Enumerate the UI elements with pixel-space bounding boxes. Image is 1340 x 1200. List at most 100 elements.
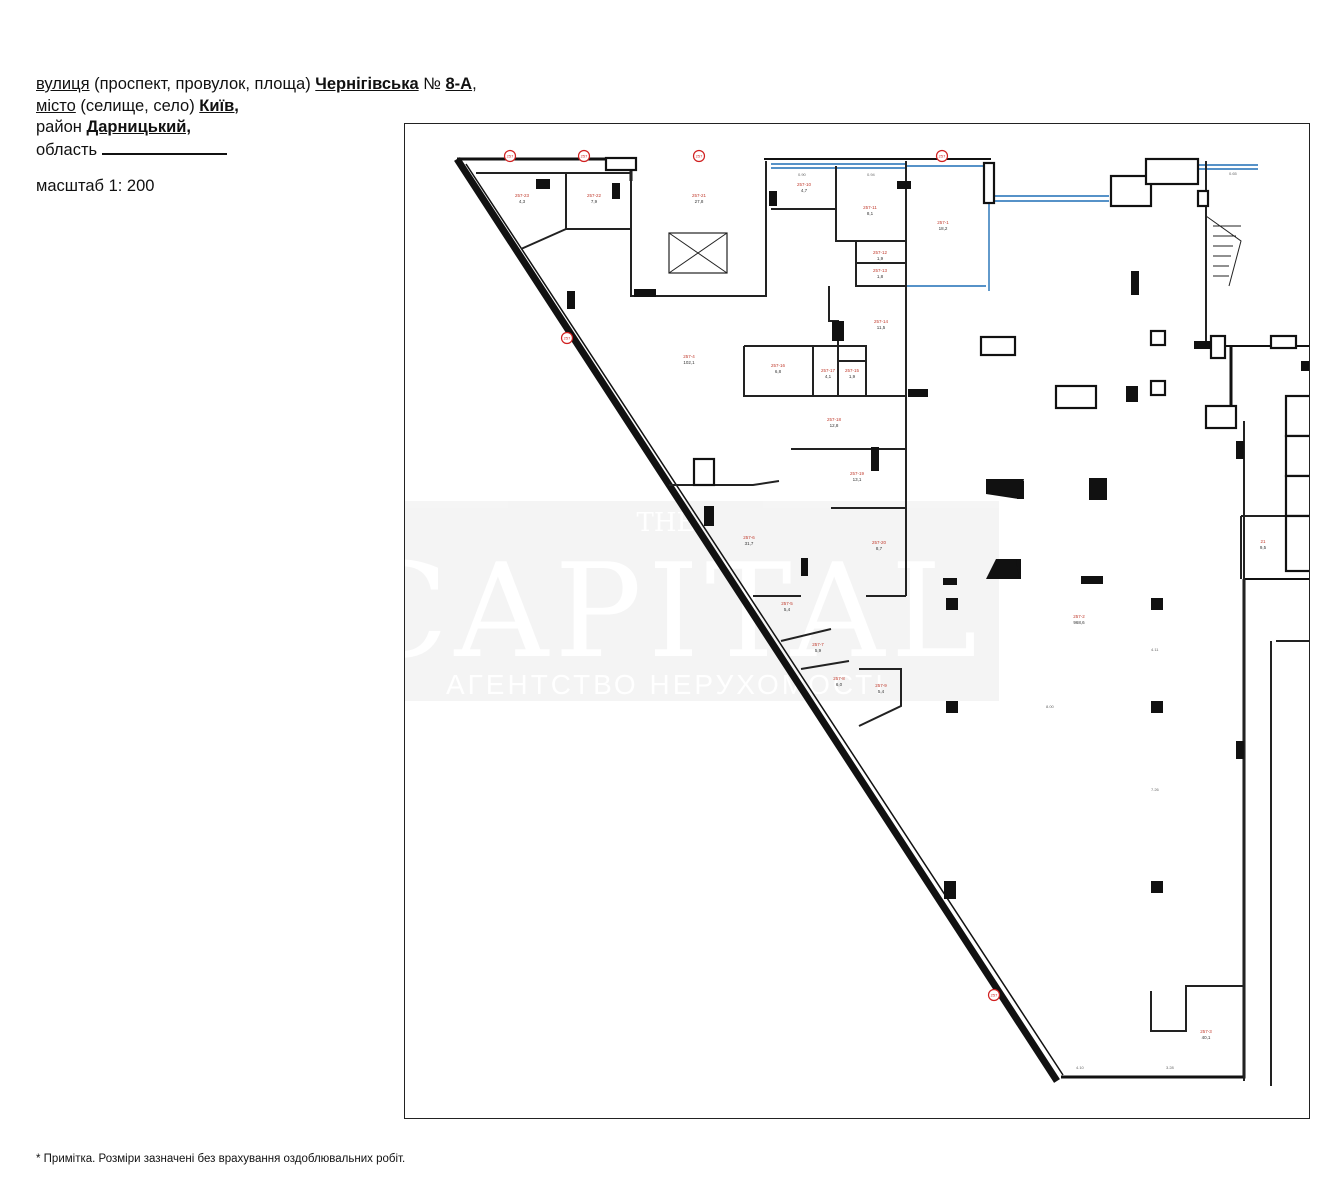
room-id-label: 257-9 bbox=[875, 683, 887, 688]
street-label: вулиця bbox=[36, 75, 90, 93]
hollow-columns bbox=[604, 156, 1309, 573]
room-area-label: 1,9 bbox=[849, 374, 856, 379]
room-area-label: 1,8 bbox=[877, 274, 884, 279]
room-id-label: 257-14 bbox=[874, 319, 889, 324]
svg-text:0.94: 0.94 bbox=[867, 172, 876, 177]
section-marker: 257 bbox=[560, 331, 574, 345]
svg-text:4.10: 4.10 bbox=[1076, 1065, 1085, 1070]
room-id-label: 257-23 bbox=[515, 193, 530, 198]
house-number: 8-А bbox=[445, 75, 473, 93]
section-marker-label: 257 bbox=[564, 336, 571, 341]
floor-plan-drawing: THE CAPITAL АГЕНТСТВО НЕРУХОМОСТІ bbox=[405, 149, 1309, 1086]
room-area-label: 27,8 bbox=[695, 199, 704, 204]
street-types: (проспект, провулок, площа) bbox=[89, 75, 316, 93]
watermark-brand: CAPITAL bbox=[405, 535, 983, 687]
room-area-label: 40,1 bbox=[1202, 1035, 1211, 1040]
room-area-label: 5,4 bbox=[784, 607, 791, 612]
room-id-label: 257-6 bbox=[743, 535, 755, 540]
comma: , bbox=[472, 75, 477, 93]
room-id-label: 257-16 bbox=[771, 363, 786, 368]
city-line: місто (селище, село) Київ, bbox=[36, 96, 477, 118]
room-area-label: 18,2 bbox=[939, 226, 948, 231]
room-area-label: 4,3 bbox=[519, 199, 526, 204]
room-id-label: 257-17 bbox=[821, 368, 836, 373]
room-area-label: 9,5 bbox=[1260, 545, 1267, 550]
city-name: Київ, bbox=[199, 96, 239, 115]
svg-text:0.90: 0.90 bbox=[798, 172, 807, 177]
markers: 257 257 257 257 257 257 bbox=[503, 149, 1001, 1002]
city-label: місто bbox=[36, 96, 76, 115]
room-id-label: 257-22 bbox=[587, 193, 602, 198]
room-id-label: 257-2 bbox=[1073, 614, 1085, 619]
room-area-label: 5,9 bbox=[815, 648, 822, 653]
room-id-label: 21 bbox=[1260, 539, 1266, 544]
district-line: район Дарницький, bbox=[36, 117, 477, 139]
section-marker: 257 bbox=[692, 149, 706, 163]
address-header: вулиця (проспект, провулок, площа) Черні… bbox=[36, 74, 477, 161]
room-id-label: 257-11 bbox=[863, 205, 877, 210]
svg-text:4.11: 4.11 bbox=[1151, 647, 1159, 652]
district-name: Дарницький, bbox=[86, 118, 191, 136]
region-label: область bbox=[36, 140, 102, 159]
room-area-label: 12,8 bbox=[830, 423, 839, 428]
piers bbox=[986, 479, 1024, 579]
room-id-label: 257-12 bbox=[873, 250, 888, 255]
room-id-label: 257-13 bbox=[873, 268, 888, 273]
svg-text:8.00: 8.00 bbox=[1046, 704, 1055, 709]
svg-text:0.65: 0.65 bbox=[1229, 171, 1238, 176]
city-types: (селище, село) bbox=[75, 96, 200, 115]
room-area-label: 968,6 bbox=[1073, 620, 1085, 625]
room-area-label: 11,5 bbox=[877, 325, 886, 330]
section-marker-label: 257 bbox=[991, 993, 998, 998]
region-line: область bbox=[36, 139, 477, 162]
room-area-label: 4,1 bbox=[825, 374, 832, 379]
room-id-label: 257-7 bbox=[812, 642, 824, 647]
room-id-label: 257-18 bbox=[827, 417, 842, 422]
room-id-label: 257-19 bbox=[850, 471, 865, 476]
room-id-label: 257-5 bbox=[781, 601, 793, 606]
dimension-labels: 0.90 0.94 0.65 4.10 3.28 8.00 4.11 7.26 bbox=[798, 171, 1238, 1070]
svg-text:7.26: 7.26 bbox=[1151, 787, 1160, 792]
region-blank bbox=[101, 139, 227, 155]
room-area-label: 6,0 bbox=[836, 682, 843, 687]
room-id-label: 257-1 bbox=[937, 220, 949, 225]
room-area-label: 5,4 bbox=[878, 689, 885, 694]
room-id-label: 257-21 bbox=[692, 193, 707, 198]
watermark-subtitle: АГЕНТСТВО НЕРУХОМОСТІ bbox=[446, 669, 886, 700]
room-area-label: 1,9 bbox=[877, 256, 884, 261]
section-marker-label: 257 bbox=[696, 154, 703, 159]
scale-label: масштаб 1: 200 bbox=[36, 177, 155, 195]
partitions bbox=[476, 161, 1309, 1086]
room-area-label: 4,7 bbox=[801, 188, 808, 193]
room-id-label: 257-15 bbox=[845, 368, 860, 373]
room-id-label: 257-10 bbox=[797, 182, 812, 187]
floor-plan: THE CAPITAL АГЕНТСТВО НЕРУХОМОСТІ bbox=[404, 123, 1310, 1119]
room-area-label: 31,7 bbox=[745, 541, 754, 546]
street-line: вулиця (проспект, провулок, площа) Черні… bbox=[36, 74, 477, 96]
section-marker: 257 bbox=[935, 149, 949, 163]
number-sign: № bbox=[418, 75, 446, 93]
stair bbox=[1205, 215, 1242, 287]
room-id-label: 257-8 bbox=[833, 676, 845, 681]
room-area-label: 102,1 bbox=[683, 360, 695, 365]
room-id-label: 257-3 bbox=[1200, 1029, 1212, 1034]
room-area-label: 13,1 bbox=[853, 477, 862, 482]
section-marker: 257 bbox=[987, 988, 1001, 1002]
section-marker-label: 257 bbox=[581, 154, 588, 159]
room-id-label: 257-4 bbox=[683, 354, 695, 359]
room-area-label: 6,8 bbox=[775, 369, 782, 374]
section-marker: 257 bbox=[577, 149, 591, 163]
windows bbox=[771, 163, 1258, 291]
room-id-label: 257-20 bbox=[872, 540, 887, 545]
section-marker-label: 257 bbox=[507, 154, 514, 159]
section-marker-label: 257 bbox=[939, 154, 946, 159]
room-area-label: 8,7 bbox=[876, 546, 883, 551]
footnote: * Примітка. Розміри зазначені без врахув… bbox=[36, 1153, 406, 1165]
room-area-label: 7,9 bbox=[591, 199, 598, 204]
svg-text:3.28: 3.28 bbox=[1166, 1065, 1175, 1070]
district-label: район bbox=[36, 118, 87, 136]
street-name: Чернігівська bbox=[315, 75, 419, 93]
section-marker: 257 bbox=[503, 149, 517, 163]
room-area-label: 8,1 bbox=[867, 211, 874, 216]
